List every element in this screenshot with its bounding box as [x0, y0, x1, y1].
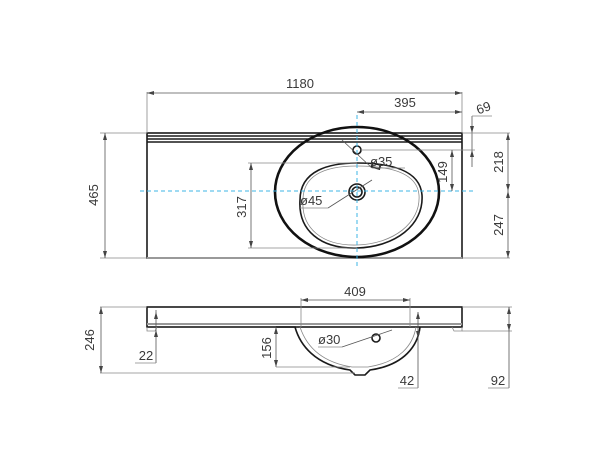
- dim-top-thickness: 22: [139, 348, 153, 363]
- slab-outline: [146, 306, 463, 328]
- dim-overflow-offset: 69: [474, 98, 493, 117]
- dim-drain-diameter: ø45: [300, 193, 322, 208]
- dim-rim-to-overflow: 42: [400, 373, 414, 388]
- dim-overall-width: 1180: [286, 76, 314, 91]
- overflow-hole-icon: [371, 333, 381, 343]
- dim-overflow-diameter: ø35: [370, 154, 392, 169]
- dim-bowl-depth: 156: [259, 337, 274, 359]
- top-view: 1180 395 69 465 317 149: [86, 76, 510, 268]
- dim-axis-to-front: 247: [491, 214, 506, 236]
- bowl-profile: [276, 326, 421, 376]
- dim-overall-depth: 465: [86, 184, 101, 206]
- bowl-inner-basin: [299, 162, 423, 249]
- dim-back-to-axis: 218: [491, 151, 506, 173]
- dim-front-edge-height: 92: [491, 373, 505, 388]
- dim-overflow-to-axis: 149: [435, 161, 450, 183]
- dim-overflow-diameter-side: ø30: [318, 332, 340, 347]
- dim-bowl-center-to-right: 395: [394, 95, 416, 110]
- dim-overall-height: 246: [82, 329, 97, 351]
- dim-bowl-inner-height: 317: [234, 196, 249, 218]
- dim-bowl-width: 409: [344, 284, 366, 299]
- side-view: 409 246 22 156 ø30 42: [82, 284, 512, 389]
